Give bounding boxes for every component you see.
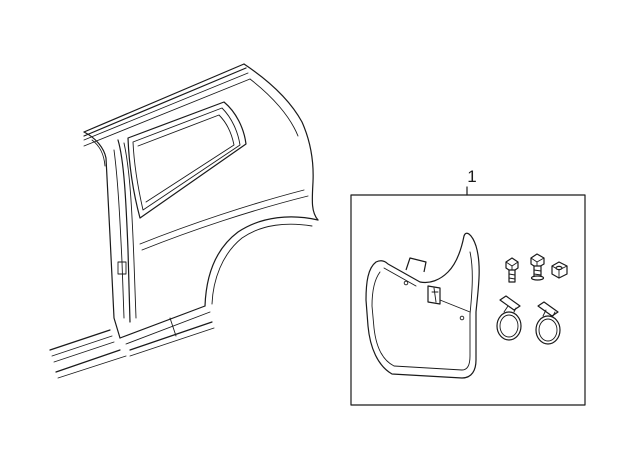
kit-box <box>350 194 586 406</box>
door-opening <box>83 131 137 339</box>
quarter-window <box>127 101 247 219</box>
flange-bolt <box>530 253 545 281</box>
bolt <box>505 257 519 283</box>
wheel-arch <box>204 216 319 307</box>
hose-clamp <box>496 295 522 341</box>
mud-flap <box>365 232 480 379</box>
rocker-panel <box>49 305 215 379</box>
callout-number: 1 <box>467 167 476 186</box>
quarter-panel-illustration <box>49 63 319 379</box>
nut <box>551 261 568 279</box>
hose-clamp <box>535 301 561 345</box>
